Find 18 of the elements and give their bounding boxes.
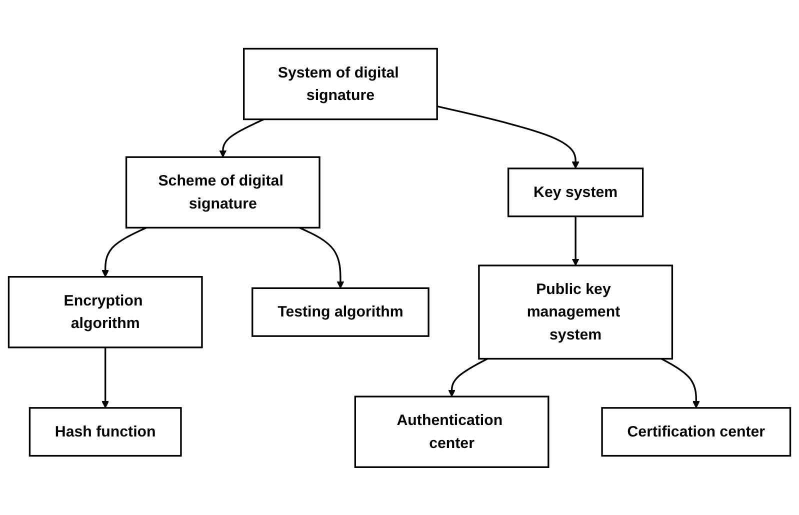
- node-box: [252, 286, 430, 336]
- arrow: [448, 358, 488, 396]
- arrow: [219, 118, 264, 157]
- node-box: [354, 395, 550, 468]
- node-box: [243, 47, 438, 120]
- node-box: [28, 406, 182, 456]
- node-box: [478, 264, 674, 360]
- arrow: [660, 358, 700, 408]
- node-box: [601, 406, 792, 456]
- node-box: [508, 167, 644, 217]
- arrow: [102, 346, 110, 408]
- diagram: System of digital signature Scheme of digital signature Key system Encryption algorithm Testing algorithm Hash function Public key management system Authentication center Certification center: [2, 42, 797, 474]
- arrow: [299, 226, 344, 288]
- arrow: [102, 226, 147, 277]
- arrow: [572, 216, 580, 266]
- node-box: [8, 276, 203, 348]
- arrow: [436, 105, 580, 168]
- node-box: [125, 156, 320, 228]
